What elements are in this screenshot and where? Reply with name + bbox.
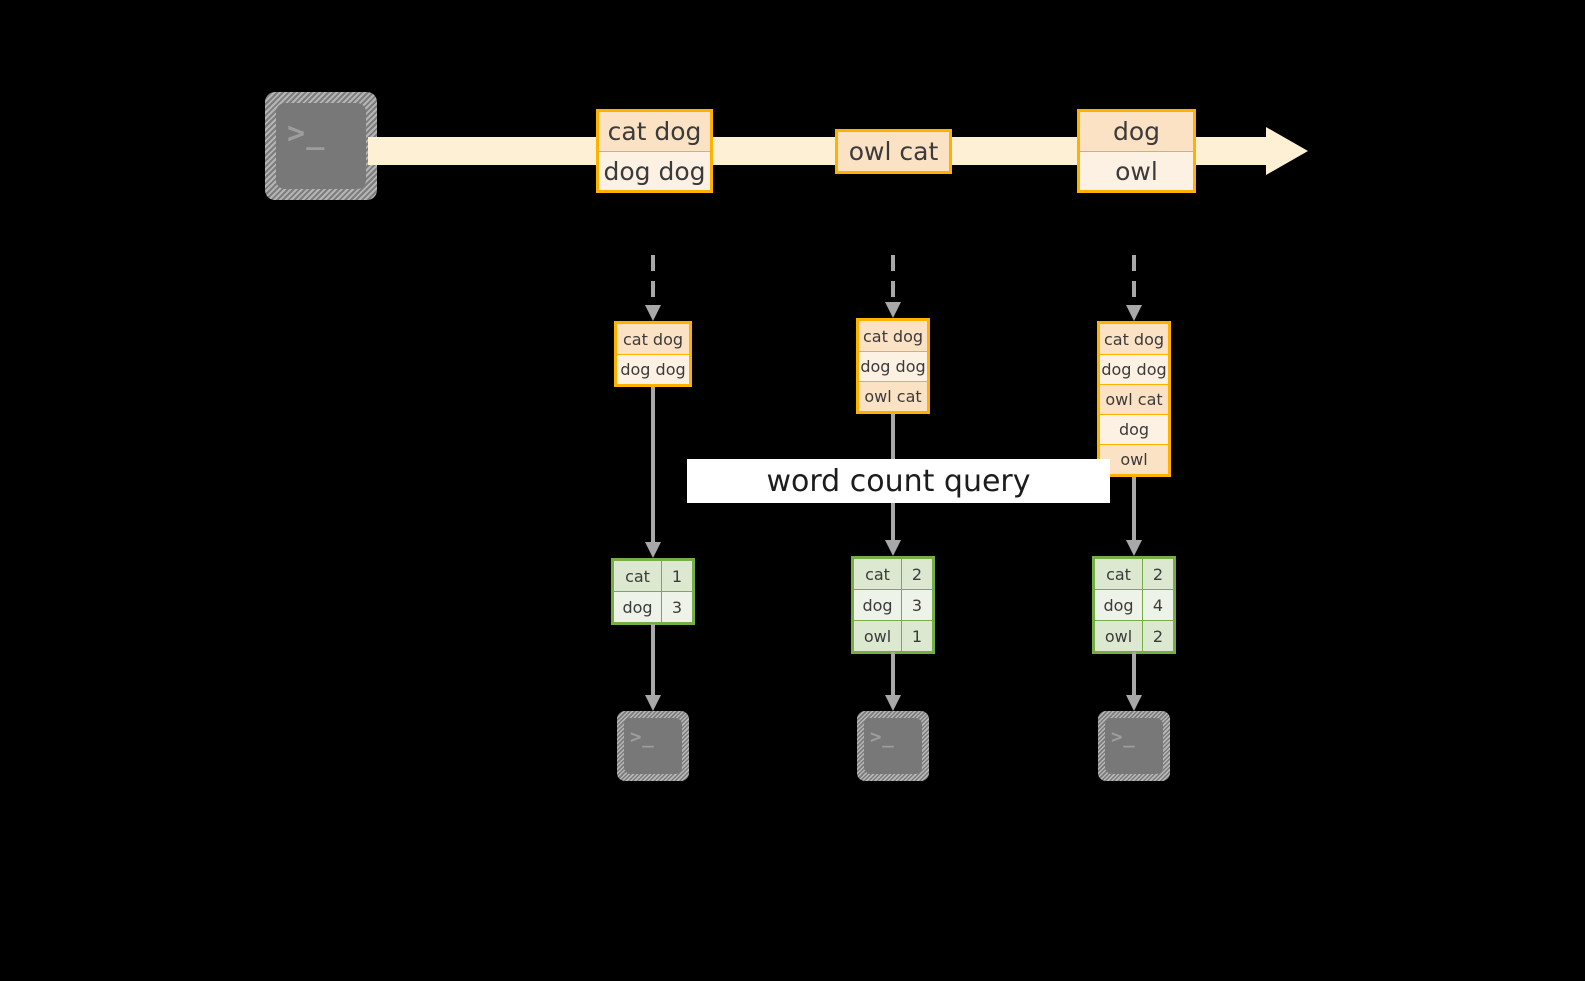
flow-arrow: [640, 387, 666, 558]
buffered-message-row: owl cat: [1100, 384, 1168, 414]
terminal-source-icon[interactable]: >_: [265, 92, 377, 200]
terminal-prompt-glyph: >_: [287, 116, 326, 151]
stream-message-row: cat dog: [599, 112, 710, 151]
buffered-message-row: owl cat: [859, 381, 927, 411]
terminal-screen: [864, 718, 922, 774]
terminal-prompt-glyph: >_: [1111, 726, 1136, 748]
count-cell: 1: [662, 561, 692, 591]
count-cell: 2: [902, 559, 932, 589]
count-cell: 3: [662, 592, 692, 622]
word-cell: dog: [1095, 590, 1143, 620]
stream-message-group[interactable]: owl cat: [835, 128, 952, 174]
word-cell: dog: [614, 592, 662, 622]
buffered-message-row: dog dog: [859, 351, 927, 381]
flow-arrow: [640, 624, 666, 711]
word-cell: cat: [854, 559, 902, 589]
terminal-prompt-glyph: >_: [870, 726, 895, 748]
stream-message-row: dog: [1080, 112, 1193, 151]
count-cell: 4: [1143, 590, 1173, 620]
buffered-message-row: cat dog: [617, 324, 689, 354]
word-cell: owl: [1095, 621, 1143, 651]
flow-arrow: [1121, 477, 1147, 556]
terminal-screen: [1105, 718, 1163, 774]
count-cell: 2: [1143, 559, 1173, 589]
buffered-message-row: dog dog: [1100, 354, 1168, 384]
count-cell: 2: [1143, 621, 1173, 651]
terminal-screen: [624, 718, 682, 774]
stream-message-row: dog dog: [599, 151, 710, 190]
dashed-flow-arrow: [880, 255, 906, 318]
buffered-message-row: owl: [1100, 444, 1168, 474]
flow-arrow: [1121, 652, 1147, 711]
query-label: word count query: [687, 459, 1110, 503]
buffered-message-row: cat dog: [1100, 324, 1168, 354]
terminal-sink-icon[interactable]: >_: [857, 711, 929, 781]
word-cell: dog: [854, 590, 902, 620]
stream-message-row: owl cat: [838, 131, 949, 171]
query-label-text: word count query: [766, 463, 1031, 499]
stream-message-row: owl: [1080, 151, 1193, 190]
terminal-sink-icon[interactable]: >_: [1098, 711, 1170, 781]
flow-arrow: [880, 652, 906, 711]
dashed-flow-arrow: [1121, 255, 1147, 321]
word-cell: cat: [1095, 559, 1143, 589]
count-cell: 1: [902, 621, 932, 651]
word-cell: owl: [854, 621, 902, 651]
buffered-message-row: dog dog: [617, 354, 689, 384]
dashed-flow-arrow: [640, 255, 666, 321]
terminal-screen: [276, 103, 366, 189]
buffered-message-row: dog: [1100, 414, 1168, 444]
buffered-message-row: cat dog: [859, 321, 927, 351]
terminal-sink-icon[interactable]: >_: [617, 711, 689, 781]
terminal-prompt-glyph: >_: [630, 726, 655, 748]
word-cell: cat: [614, 561, 662, 591]
count-cell: 3: [902, 590, 932, 620]
